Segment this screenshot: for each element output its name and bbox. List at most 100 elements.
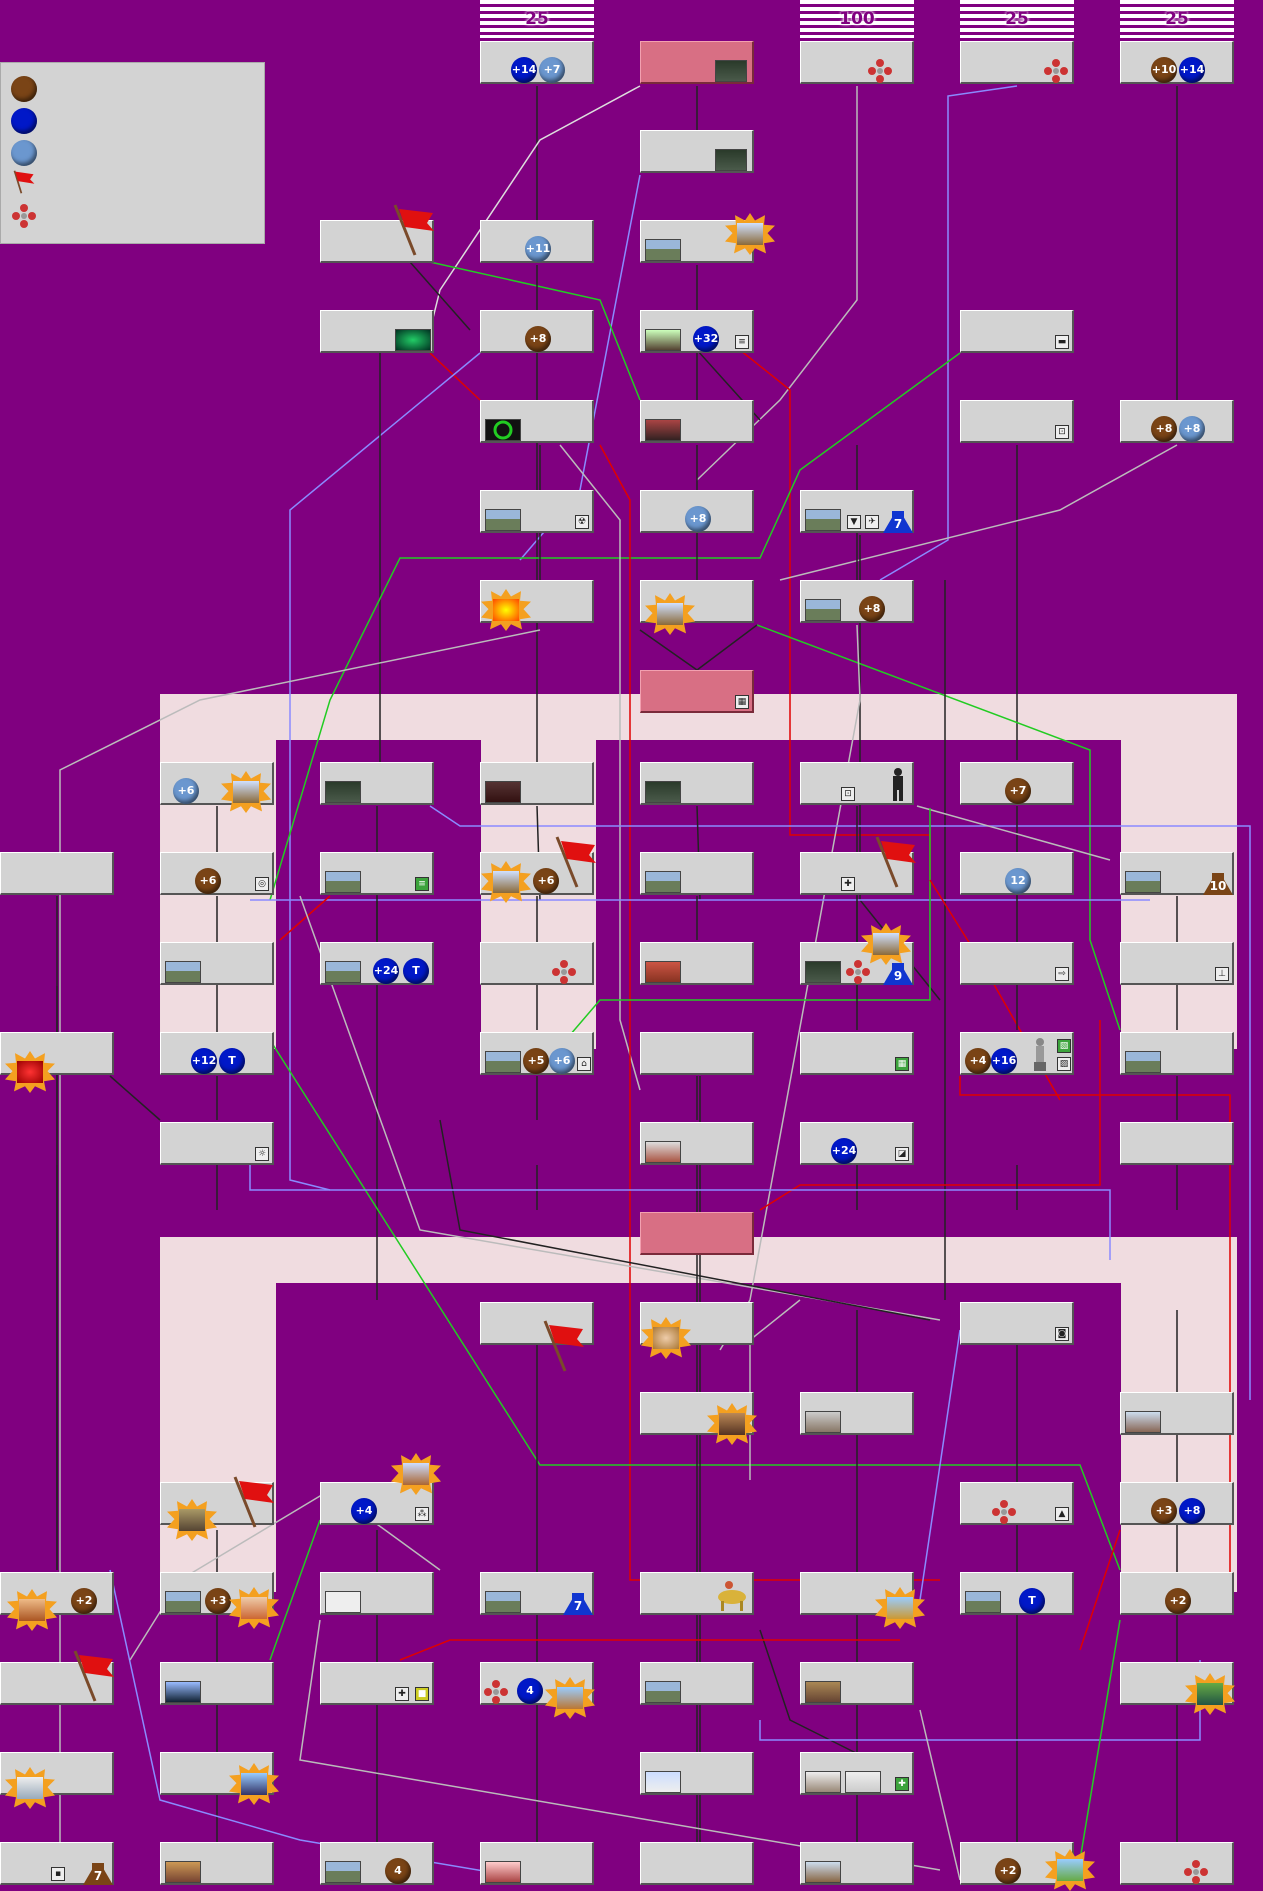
- tech-node[interactable]: +6: [480, 836, 596, 903]
- tech-node[interactable]: [640, 1842, 754, 1885]
- tech-node[interactable]: [640, 130, 754, 173]
- tech-node[interactable]: [800, 1842, 914, 1885]
- tech-node[interactable]: [640, 1302, 754, 1359]
- tech-node[interactable]: [800, 41, 914, 84]
- tech-node[interactable]: ⇨: [960, 942, 1074, 985]
- light-blue-orb-icon: +11: [525, 236, 551, 262]
- tech-node[interactable]: +10 +14: [1120, 41, 1234, 84]
- tech-node[interactable]: [160, 1752, 279, 1805]
- tech-node[interactable]: [800, 1392, 914, 1435]
- tech-node[interactable]: +6 ◎: [160, 852, 274, 895]
- tech-node[interactable]: [1120, 1122, 1234, 1165]
- tech-node-highlighted[interactable]: [640, 1212, 754, 1255]
- tech-node[interactable]: 12: [960, 852, 1074, 895]
- barracks-icon: [805, 1861, 841, 1883]
- tech-node[interactable]: 4: [480, 1662, 595, 1719]
- tech-node[interactable]: +8: [480, 310, 594, 353]
- tech-node[interactable]: [800, 1662, 914, 1705]
- tech-node[interactable]: ≡: [320, 852, 434, 895]
- tech-node[interactable]: +3: [160, 1572, 279, 1629]
- tech-node[interactable]: [160, 1662, 274, 1705]
- tech-node[interactable]: ▦: [800, 1032, 914, 1075]
- tech-node[interactable]: 10: [1120, 852, 1234, 895]
- tech-node[interactable]: [640, 1122, 754, 1165]
- tech-node[interactable]: [480, 942, 594, 985]
- tech-node[interactable]: [320, 762, 434, 805]
- tech-node[interactable]: ▪ 7: [0, 1842, 114, 1885]
- tech-node[interactable]: +7: [960, 762, 1074, 805]
- tech-node[interactable]: ✚: [800, 1752, 914, 1795]
- tech-node[interactable]: [1120, 1842, 1234, 1885]
- tech-node[interactable]: [480, 1302, 594, 1372]
- tech-node[interactable]: ⊡: [960, 400, 1074, 443]
- tech-node[interactable]: [640, 213, 775, 263]
- tech-node[interactable]: +6: [160, 762, 274, 813]
- tech-node[interactable]: ▼ ✈ 7: [800, 490, 914, 533]
- tech-node[interactable]: [480, 400, 594, 443]
- tech-node-highlighted[interactable]: ▦: [640, 670, 754, 713]
- tech-node[interactable]: +8 +8: [1120, 400, 1234, 443]
- tech-node[interactable]: [0, 1032, 114, 1093]
- tech-node[interactable]: ⊡: [800, 762, 914, 805]
- tech-node[interactable]: [1120, 1032, 1234, 1075]
- tech-node[interactable]: +8: [800, 580, 914, 623]
- tech-node[interactable]: [0, 1650, 114, 1705]
- tech-node[interactable]: [640, 400, 754, 443]
- tech-node[interactable]: [0, 852, 114, 895]
- tech-node[interactable]: +11: [480, 220, 594, 263]
- tech-node[interactable]: [640, 1392, 757, 1445]
- tech-node[interactable]: ✚: [800, 836, 916, 895]
- tech-node[interactable]: [0, 1752, 114, 1809]
- tech-node[interactable]: +4 ⁂: [320, 1453, 441, 1525]
- tech-node[interactable]: 4: [320, 1842, 434, 1885]
- tech-node[interactable]: ▬: [960, 310, 1074, 353]
- tech-node[interactable]: [640, 1032, 754, 1075]
- tech-node[interactable]: +14 +7: [480, 41, 594, 84]
- tech-node[interactable]: [320, 204, 434, 263]
- tech-node[interactable]: [480, 580, 594, 631]
- tech-node[interactable]: [160, 1842, 274, 1885]
- tech-node[interactable]: +24 T: [320, 942, 434, 985]
- tech-node[interactable]: +8: [640, 490, 754, 533]
- tech-node[interactable]: +12 T: [160, 1032, 274, 1075]
- tech-node[interactable]: [640, 762, 754, 805]
- tech-node[interactable]: [320, 1572, 434, 1615]
- tech-node[interactable]: ▲: [960, 1482, 1074, 1525]
- tech-node[interactable]: [640, 580, 754, 635]
- tech-node[interactable]: T: [960, 1572, 1074, 1615]
- link-line: [399, 1639, 900, 1661]
- tech-node[interactable]: ⊥: [1120, 942, 1234, 985]
- tech-node[interactable]: +24 ◪: [800, 1122, 914, 1165]
- tech-node[interactable]: +2: [1120, 1572, 1234, 1615]
- tech-node[interactable]: +2: [960, 1842, 1095, 1891]
- tech-node[interactable]: ✚ ■: [320, 1662, 434, 1705]
- tech-node[interactable]: [160, 1476, 274, 1541]
- tech-node[interactable]: [960, 41, 1074, 84]
- tech-node[interactable]: +2: [0, 1572, 114, 1631]
- tech-node[interactable]: [480, 762, 594, 805]
- tech-node[interactable]: ☼: [160, 1122, 274, 1165]
- tech-node[interactable]: +32 ≡: [640, 310, 754, 353]
- tech-node[interactable]: [320, 310, 434, 353]
- tech-node[interactable]: 7: [480, 1572, 594, 1615]
- tech-node[interactable]: [1120, 1392, 1234, 1435]
- brown-orb-icon: +3: [205, 1588, 231, 1614]
- tech-node[interactable]: [160, 942, 274, 985]
- tech-node-highlighted[interactable]: [640, 41, 754, 84]
- tech-node[interactable]: +4 +16 ▧ ▨: [960, 1032, 1074, 1075]
- tech-node[interactable]: ◙: [960, 1302, 1074, 1345]
- tech-node[interactable]: [640, 1572, 754, 1615]
- tech-node[interactable]: [800, 1572, 925, 1629]
- tech-node[interactable]: [640, 1752, 754, 1795]
- link-line: [109, 1075, 161, 1121]
- tech-node[interactable]: ☢: [480, 490, 594, 533]
- tech-node[interactable]: [480, 1842, 594, 1885]
- tech-node[interactable]: +3 +8: [1120, 1482, 1234, 1525]
- tech-node[interactable]: [640, 942, 754, 985]
- blue-orb-icon: +16: [991, 1048, 1017, 1074]
- tech-node[interactable]: [1120, 1662, 1235, 1715]
- tech-node[interactable]: +5 +6 ⌂: [480, 1032, 594, 1075]
- tech-node[interactable]: [640, 852, 754, 895]
- tech-node[interactable]: [640, 1662, 754, 1705]
- tech-node[interactable]: 9: [800, 923, 914, 985]
